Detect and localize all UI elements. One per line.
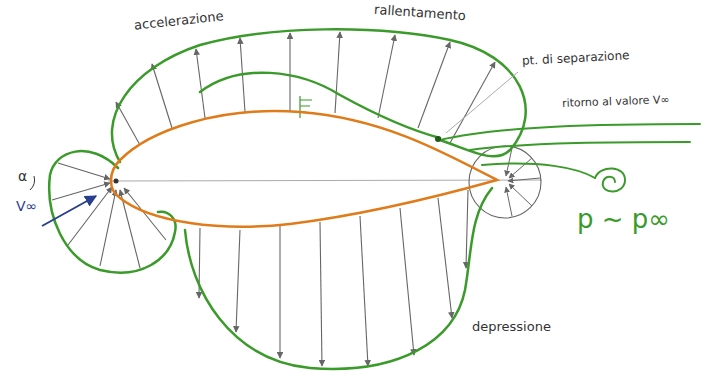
streamlines	[440, 124, 700, 192]
region-label: depressione	[470, 320, 553, 335]
angle-label: α	[16, 168, 29, 184]
freestream-arrow	[42, 196, 96, 226]
region-label: accelerazione	[131, 9, 226, 34]
angle-arc	[30, 176, 35, 190]
velocity-label: V∞	[14, 198, 39, 214]
leader-line	[446, 72, 518, 133]
pressure-arrows-leading-edge	[52, 163, 166, 268]
pressure-label: p ~ p∞	[575, 205, 672, 235]
callout-label: pt. di separazione	[520, 49, 632, 69]
pressure-arrows-trailing-edge	[506, 148, 540, 216]
stagnation-point	[114, 179, 119, 184]
boundary-layer-sketch	[300, 96, 312, 118]
callout-label: ritorno al valore V∞	[560, 94, 672, 111]
chord-line	[108, 180, 542, 181]
region-label: rallentamento	[372, 3, 469, 25]
airfoil-profile	[111, 111, 497, 227]
pressure-envelope	[49, 29, 525, 369]
separation-point	[435, 136, 441, 142]
